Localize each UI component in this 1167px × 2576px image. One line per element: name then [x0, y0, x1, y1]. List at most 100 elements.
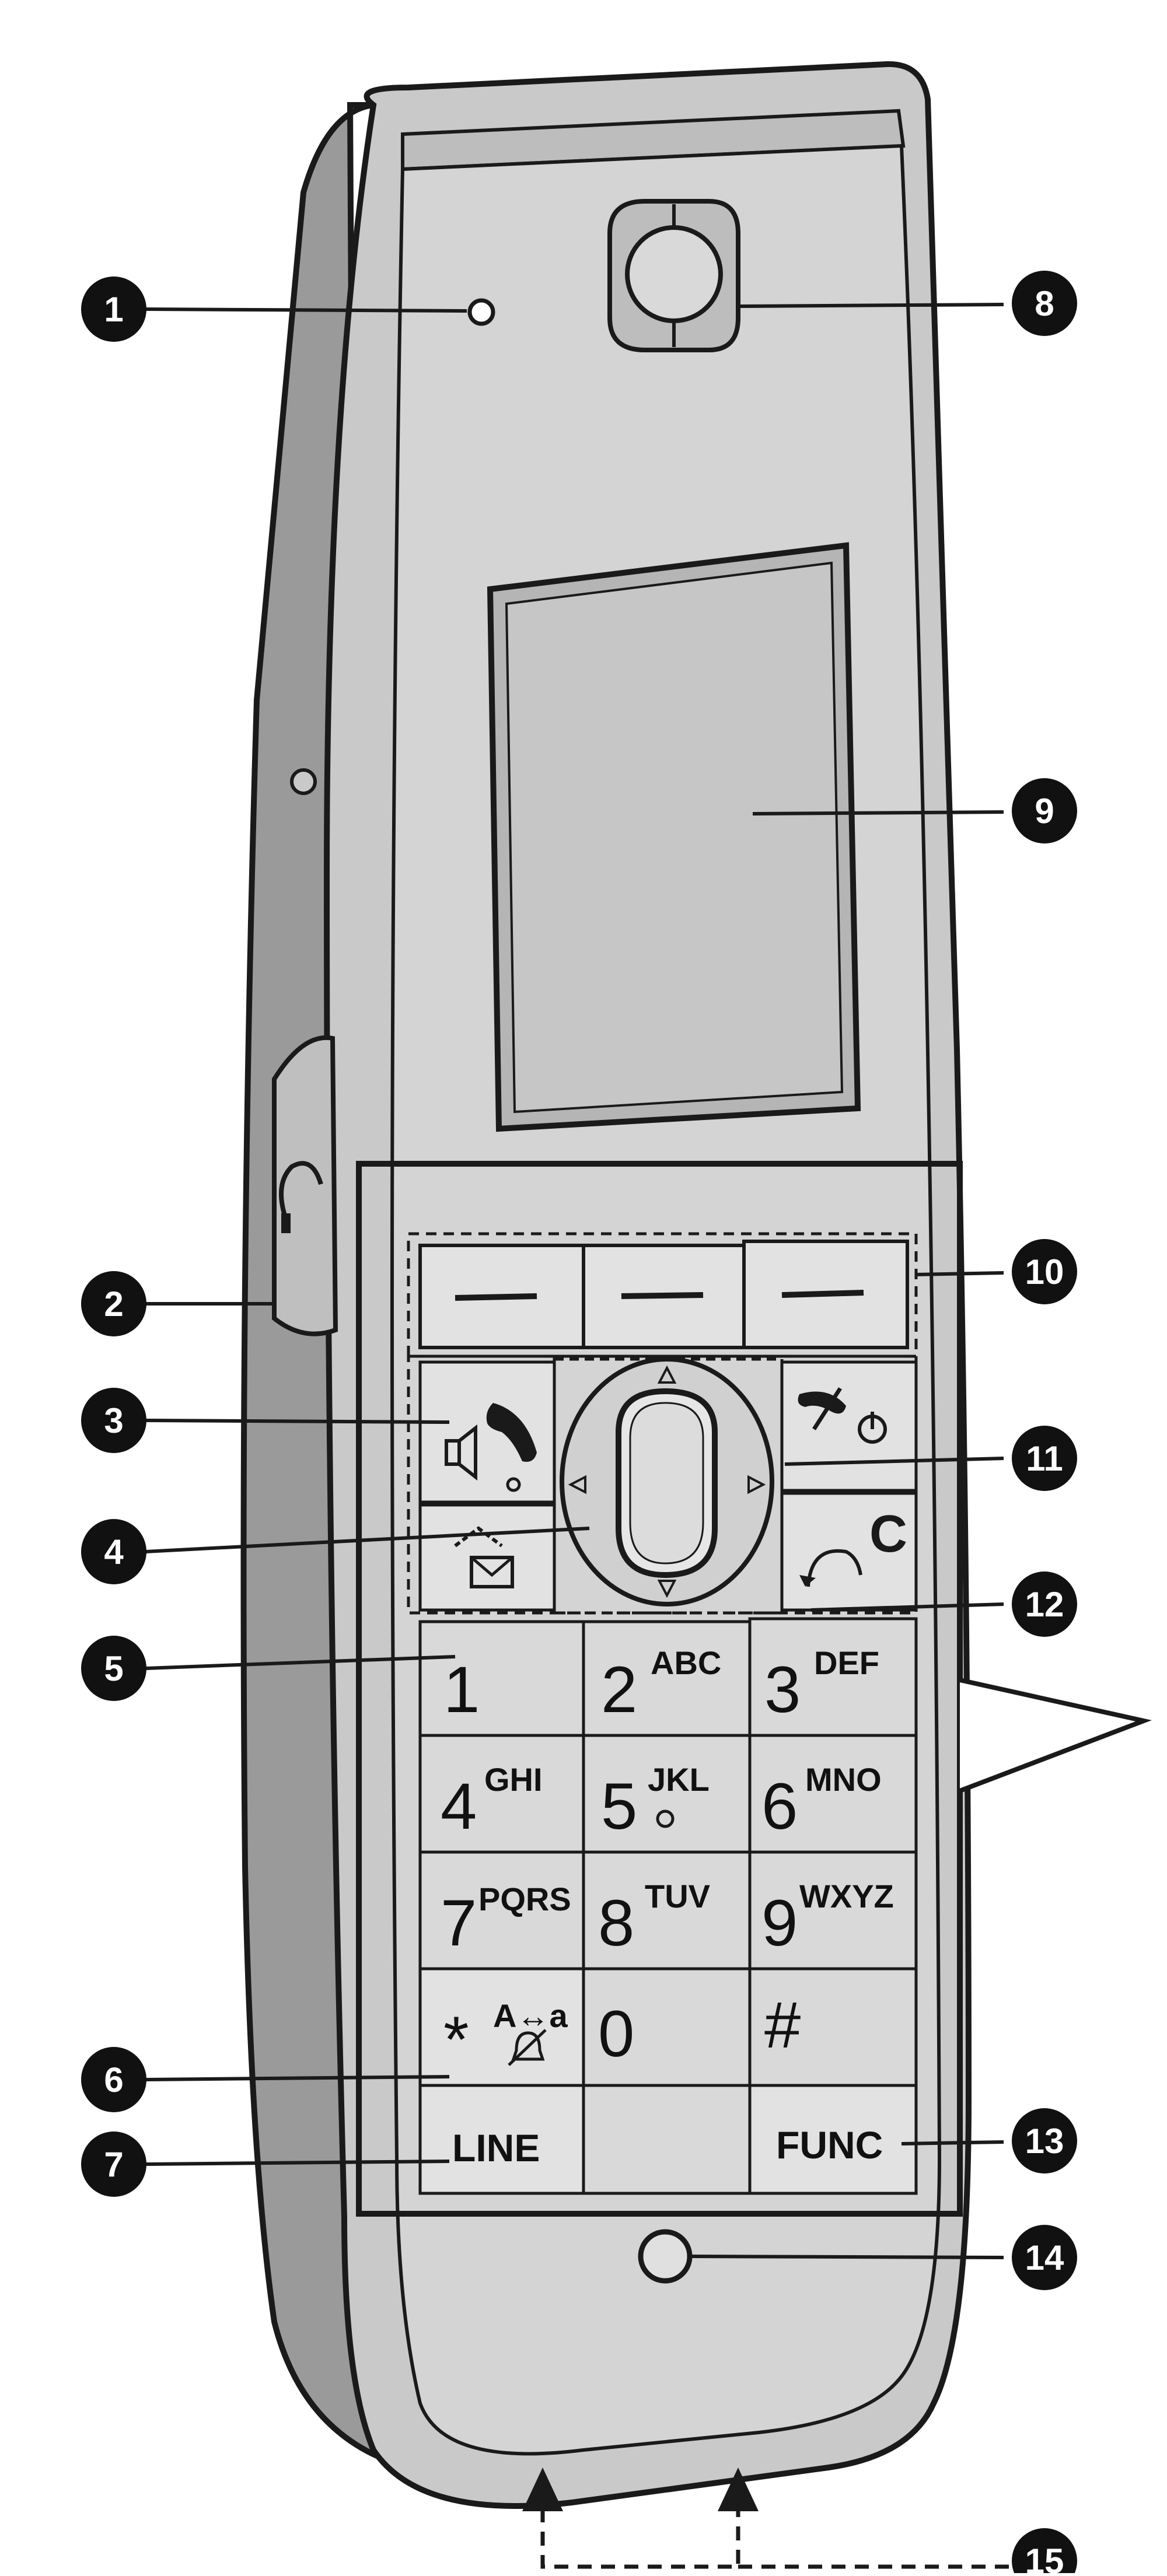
callout-12: 12: [1012, 1572, 1077, 1637]
key-9[interactable]: 9 WXYZ: [748, 1850, 918, 1971]
callout-number: 13: [1025, 2122, 1064, 2161]
callout-3: 3: [81, 1388, 146, 1453]
key-9-number: 9: [761, 1887, 798, 1959]
talk-speaker-key[interactable]: [418, 1360, 556, 1504]
callout-2: 2: [81, 1271, 146, 1336]
soft-key-middle[interactable]: [582, 1244, 746, 1349]
nav-right-icon: [747, 1475, 766, 1494]
callout-number: 7: [104, 2145, 123, 2184]
key-8-letters: TUV: [645, 1878, 710, 1915]
func-key-label: FUNC: [776, 2123, 883, 2166]
key-7-letters: PQRS: [478, 1881, 571, 1917]
key-1[interactable]: 1: [418, 1620, 585, 1737]
callout-badge: [81, 1519, 146, 1584]
callout-14: 14: [1012, 2225, 1077, 2290]
callout-13: 13: [1012, 2108, 1077, 2174]
callout-number: 9: [1035, 792, 1054, 831]
key-7-number: 7: [441, 1887, 477, 1959]
callout-badge: [1012, 1426, 1077, 1491]
callout-number: 2: [104, 1284, 123, 1324]
key-2[interactable]: 2 ABC: [582, 1620, 752, 1737]
side-dimple: [290, 768, 317, 795]
key-5[interactable]: 5 JKL: [582, 1734, 752, 1854]
key-7[interactable]: 7 PQRS: [418, 1850, 585, 1971]
talk-speaker-icon: [445, 1403, 537, 1492]
key-8[interactable]: 8 TUV: [582, 1850, 752, 1971]
receiver-icon: [607, 199, 740, 352]
key-star-symbol: *: [443, 2003, 469, 2076]
callout-number: 14: [1025, 2238, 1064, 2277]
off-power-icon: [798, 1387, 887, 1444]
callout-badge: [81, 276, 146, 342]
key-6-letters: MNO: [805, 1761, 882, 1798]
key-star-letters: A↔a: [493, 1997, 568, 2034]
key-star[interactable]: * A↔a: [418, 1967, 585, 2087]
callout-number: 10: [1025, 1252, 1064, 1292]
charge-contact-left-arrow: [522, 2468, 563, 2511]
key-1-number: 1: [443, 1653, 480, 1726]
callout-badge: [81, 2047, 146, 2112]
callout-15: 15: [1012, 2528, 1077, 2576]
microphone-icon: [638, 2229, 693, 2284]
key-2-letters: ABC: [651, 1644, 721, 1681]
key-3[interactable]: 3 DEF: [748, 1617, 918, 1737]
callout-badge: [1012, 1572, 1077, 1637]
key-0[interactable]: 0: [582, 1967, 752, 2087]
leader-lines: [145, 303, 1004, 2259]
dial-pad: 1 2 ABC 3 DEF 4 GHI 5 JKL 6 MNO: [418, 1617, 918, 2195]
callout-badge: [1012, 2225, 1077, 2290]
callout-number: 15: [1025, 2542, 1064, 2573]
callout-number: 4: [104, 1532, 124, 1572]
callout-6: 6: [81, 2047, 146, 2112]
callout-7: 7: [81, 2132, 146, 2197]
key-4-letters: GHI: [484, 1761, 543, 1798]
callout-4: 4: [81, 1519, 146, 1584]
transfer-message-icon: [454, 1526, 514, 1588]
callout-1: 1: [81, 276, 146, 342]
soft-keys: [407, 1232, 918, 1358]
charge-contacts-dashed-bracket: [540, 2508, 1027, 2569]
key-0-number: 0: [598, 1997, 634, 2070]
func-key[interactable]: FUNC: [748, 2084, 918, 2195]
key-6[interactable]: 6 MNO: [748, 1734, 918, 1854]
line-key[interactable]: LINE: [418, 2084, 585, 2195]
headset-icon: [279, 1161, 323, 1233]
key-3-number: 3: [764, 1653, 801, 1726]
callout-pointer: [959, 1678, 1152, 1793]
led-indicator-icon: [467, 298, 495, 326]
headset-jack-housing: [272, 1035, 338, 1336]
charge-contacts: [522, 2468, 1027, 2569]
callout-badge: [1012, 2108, 1077, 2174]
function-keys: C: [407, 1354, 918, 1615]
line-key-label: LINE: [452, 2126, 540, 2169]
ringer-off-icon: [508, 2029, 547, 2066]
key-6-number: 6: [761, 1770, 798, 1843]
key-5-tactile-dot: [656, 1810, 675, 1828]
callout-number: 11: [1026, 1439, 1063, 1478]
transfer-message-key[interactable]: [418, 1503, 556, 1612]
key-4-number: 4: [441, 1770, 477, 1843]
off-power-key[interactable]: [780, 1360, 918, 1492]
clear-key-label: C: [869, 1505, 907, 1563]
clear-redial-icon: C: [799, 1505, 907, 1587]
callout-9: 9: [1012, 778, 1077, 844]
display-icon: [487, 542, 861, 1132]
key-8-number: 8: [598, 1887, 634, 1959]
callout-badge: [1012, 2528, 1077, 2576]
callout-badge: [81, 1271, 146, 1336]
navigator-key[interactable]: [553, 1357, 784, 1615]
callout-10: 10: [1012, 1239, 1077, 1304]
nav-down-icon: [657, 1580, 677, 1598]
nav-up-icon: [657, 1365, 677, 1384]
key-4[interactable]: 4 GHI: [418, 1734, 585, 1854]
charge-contact-right-arrow: [718, 2468, 759, 2511]
key-2-number: 2: [601, 1653, 637, 1726]
callout-badge: [81, 1388, 146, 1453]
callout-number: 1: [104, 290, 123, 329]
callout-8: 8: [1012, 271, 1077, 336]
key-hash[interactable]: #: [748, 1967, 918, 2087]
key-5-number: 5: [601, 1770, 637, 1843]
callout-number: 6: [104, 2060, 123, 2099]
